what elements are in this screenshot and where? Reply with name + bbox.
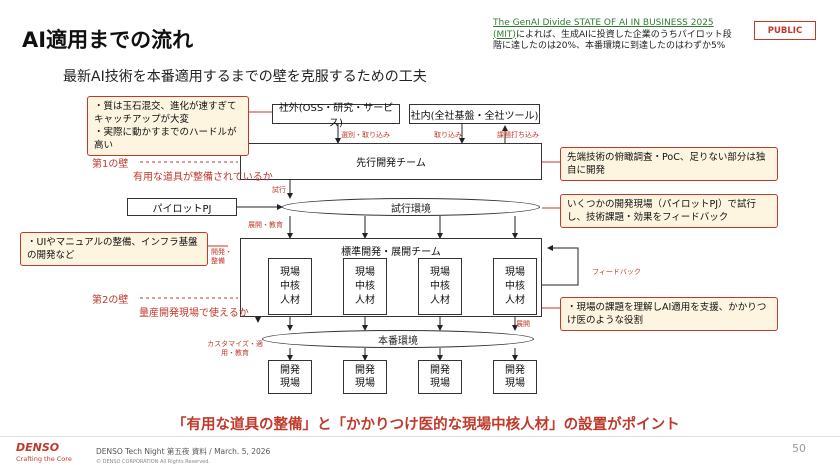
footer-event: DENSO Tech Night 第五夜 資料 / March. 5, 2026 bbox=[96, 447, 271, 456]
dev-site-box: 開発 現場 bbox=[268, 360, 312, 394]
dev-site-box: 開発 現場 bbox=[493, 360, 537, 394]
pilot-pj-box: パイロットPJ bbox=[127, 198, 237, 216]
callout-top-left: ・質は玉石混交、進化が速すぎてキャッチアップが大変 ・実際に動かすまでのハードル… bbox=[87, 96, 249, 156]
hub-box: 現場 中核 人材 bbox=[418, 258, 462, 315]
callout-advance: 先端技術の俯瞰調査・PoC、足りない部分は独自に開発 bbox=[560, 147, 778, 181]
page-number: 50 bbox=[792, 442, 806, 455]
dev-site-text: 開発 bbox=[355, 365, 375, 376]
dev-site-box: 開発 現場 bbox=[343, 360, 387, 394]
callout-pilot: いくつかの開発現場（パイロットPJ）で試行し、技術課題・効果をフィードバック bbox=[560, 194, 778, 228]
footer-copyright: © DENSO CORPORATION All Rights Reserved. bbox=[96, 459, 210, 465]
reference-note: The GenAI Divide STATE OF AI IN BUSINESS… bbox=[493, 18, 738, 53]
hub-box: 現場 中核 人材 bbox=[493, 258, 537, 315]
dev-site-text: 開発 bbox=[505, 365, 525, 376]
wall2-label: 第2の壁 bbox=[92, 295, 129, 306]
label-issue: 課題打ち込み bbox=[497, 131, 539, 139]
label-dev-maint: 開発・整備 bbox=[211, 248, 232, 265]
dev-site-text: 現場 bbox=[505, 378, 525, 389]
trial-env: 試行環境 bbox=[282, 198, 540, 216]
dev-site-text: 開発 bbox=[430, 365, 450, 376]
page-title: AI適用までの流れ bbox=[22, 28, 194, 52]
hub-text: 人材 bbox=[355, 294, 375, 306]
hub-box: 現場 中核 人材 bbox=[343, 258, 387, 315]
public-badge: PUBLIC bbox=[754, 21, 816, 40]
label-trial: 試行 bbox=[272, 186, 286, 194]
wall1-desc: 有用な道具が整備されているか bbox=[133, 172, 273, 183]
dev-site-text: 現場 bbox=[430, 378, 450, 389]
label-import: 取り込み bbox=[434, 131, 462, 139]
hub-text: 中核 bbox=[355, 280, 375, 292]
label-feedback: フィードバック bbox=[592, 268, 641, 276]
logo-tagline: Crafting the Core bbox=[16, 455, 72, 463]
internal-box: 社内(全社基盤・全社ツール) bbox=[409, 104, 540, 124]
advance-team-box: 先行開発チーム bbox=[240, 143, 542, 180]
reference-text: によれば、生成AIに投資した企業のうちパイロット段階に達したのは20%、本番環境… bbox=[493, 29, 732, 52]
hub-text: 人材 bbox=[430, 294, 450, 306]
hub-text: 現場 bbox=[280, 266, 300, 278]
hub-text: 中核 bbox=[280, 280, 300, 292]
arrow-feedback bbox=[540, 245, 579, 286]
reference-link[interactable]: The GenAI Divide STATE OF AI IN BUSINESS… bbox=[493, 18, 714, 40]
footer-divider bbox=[0, 436, 840, 437]
wall2-desc: 量産開発現場で使えるか bbox=[139, 308, 249, 319]
external-box: 社外(OSS・研究・サービス) bbox=[272, 103, 400, 129]
prod-env: 本番環境 bbox=[262, 330, 534, 348]
hub-text: 現場 bbox=[430, 266, 450, 278]
label-customize: カスタマイズ・適用・教育 bbox=[207, 340, 263, 357]
hub-text: 中核 bbox=[505, 280, 525, 292]
dev-site-text: 現場 bbox=[355, 378, 375, 389]
hub-text: 人材 bbox=[505, 294, 525, 306]
wall1-label: 第1の壁 bbox=[92, 159, 129, 170]
hub-text: 人材 bbox=[280, 294, 300, 306]
subtitle: 最新AI技術を本番適用するまでの壁を克服するための工夫 bbox=[63, 69, 427, 85]
dev-site-box: 開発 現場 bbox=[418, 360, 462, 394]
std-team-label: 標準開発・展開チーム bbox=[341, 247, 441, 258]
key-message: 「有用な道具の整備」と「かかりつけ医的な現場中核人材」の設置がポイント bbox=[172, 417, 680, 433]
hub-text: 中核 bbox=[430, 280, 450, 292]
dev-site-text: 現場 bbox=[280, 378, 300, 389]
label-deploy-edu: 展開・教育 bbox=[248, 221, 283, 229]
callout-mid-left: ・UIやマニュアルの整備、インフラ基盤の開発など bbox=[20, 232, 208, 266]
callout-hub: ・現場の課題を理解しAI適用を支援、かかりつけ医のような役割 bbox=[560, 297, 778, 331]
label-deploy: 展開 bbox=[516, 320, 530, 328]
label-select: 選別・取り込み bbox=[341, 131, 390, 139]
callout-line: ・実際に動かすまでのハードルが高い bbox=[94, 127, 237, 151]
callout-line: ・質は玉石混交、進化が速すぎてキャッチアップが大変 bbox=[94, 101, 237, 125]
hub-box: 現場 中核 人材 bbox=[268, 258, 312, 315]
dev-site-text: 開発 bbox=[280, 365, 300, 376]
hub-text: 現場 bbox=[505, 266, 525, 278]
hub-text: 現場 bbox=[355, 266, 375, 278]
denso-logo: DENSO bbox=[16, 441, 60, 454]
